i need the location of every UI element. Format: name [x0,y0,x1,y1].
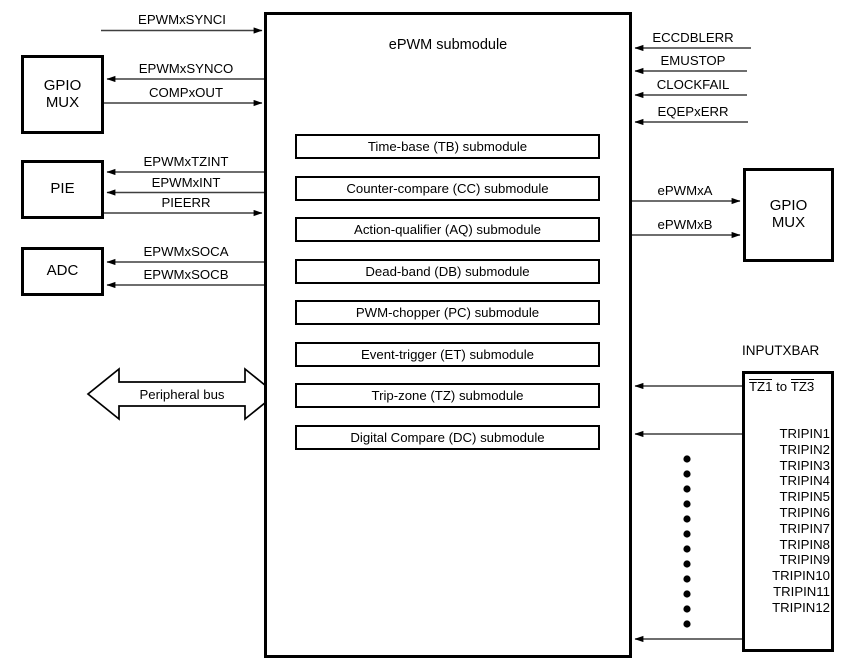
list-item: TRIPIN2 [779,441,830,457]
signal-label-epwmxb: ePWMxB [657,217,713,232]
pie-label: PIE [50,180,75,198]
tripin-ellipsis-dots [683,455,691,628]
signal-label-eccdblerr: ECCDBLERR [652,30,734,45]
signal-label-eqepxerr: EQEPxERR [657,104,729,119]
adc-label: ADC [46,262,79,280]
submodule-event-trigger[interactable]: Event-trigger (ET) submodule [295,342,600,367]
epwm-submodule-title: ePWM submodule [388,37,508,53]
signal-label-pieerr: PIEERR [161,195,211,210]
list-item: TRIPIN10 [772,568,830,584]
list-item: TRIPIN6 [779,504,830,520]
submodule-digital-compare[interactable]: Digital Compare (DC) submodule [295,425,600,450]
submodule-label: PWM-chopper (PC) submodule [355,305,540,320]
signal-label-epwmxsoca: EPWMxSOCA [143,244,229,259]
adc-block[interactable]: ADC [21,247,104,296]
submodule-label: Event-trigger (ET) submodule [361,347,534,362]
inputxbar-block[interactable] [742,371,834,652]
submodule-label: Counter-compare (CC) submodule [346,181,549,196]
peripheral-bus-label: Peripheral bus [139,387,225,402]
signal-label-epwmxint: EPWMxINT [151,175,221,190]
inputxbar-title: INPUTXBAR [742,343,820,358]
signal-label-clockfail: CLOCKFAIL [656,77,730,92]
gpio-mux-right-block[interactable]: GPIO MUX [743,168,834,262]
submodule-action-qualifier[interactable]: Action-qualifier (AQ) submodule [295,217,600,242]
signal-label-compxout: COMPxOUT [149,85,223,100]
signal-label-epwmxsynco: EPWMxSYNCO [138,61,234,76]
epwm-submodule-block: ePWM submodule [264,12,632,658]
gpio-mux-right-label: GPIO MUX [769,197,808,231]
inputxbar-tz-row: TZ1 to TZ3 [749,379,815,394]
signal-label-epwmxsocb: EPWMxSOCB [143,267,229,282]
list-item: TRIPIN9 [779,552,830,568]
submodule-dead-band[interactable]: Dead-band (DB) submodule [295,259,600,284]
submodule-label: Action-qualifier (AQ) submodule [354,222,541,237]
tz3-label: TZ3 [790,379,815,394]
list-item: TRIPIN8 [779,536,830,552]
gpio-mux-left-block[interactable]: GPIO MUX [21,55,104,134]
list-item: TRIPIN11 [773,583,830,599]
submodule-label: Trip-zone (TZ) submodule [371,388,524,403]
signal-label-epwmxsynci: EPWMxSYNCI [138,12,226,27]
submodule-trip-zone[interactable]: Trip-zone (TZ) submodule [295,383,600,408]
submodule-pwm-chopper[interactable]: PWM-chopper (PC) submodule [295,300,600,325]
submodule-label: Time-base (TB) submodule [367,139,528,154]
tz-to-label: to [772,379,791,394]
tz1-label: TZ1 [749,379,773,394]
list-item: TRIPIN7 [779,520,830,536]
pie-block[interactable]: PIE [21,160,104,219]
list-item: TRIPIN3 [779,457,830,473]
signal-label-epwmxa: ePWMxA [657,183,713,198]
gpio-mux-left-label: GPIO MUX [43,76,82,111]
submodule-label: Digital Compare (DC) submodule [350,430,545,445]
submodule-counter-compare[interactable]: Counter-compare (CC) submodule [295,176,600,201]
list-item: TRIPIN1 [779,426,830,441]
submodule-label: Dead-band (DB) submodule [365,264,530,279]
list-item: TRIPIN5 [779,489,830,505]
inputxbar-tripin-list: TRIPIN1 TRIPIN2 TRIPIN3 TRIPIN4 TRIPIN5 … [742,426,830,616]
list-item: TRIPIN4 [779,473,830,489]
list-item: TRIPIN12 [772,599,830,615]
signal-label-epwmxtzint: EPWMxTZINT [143,154,229,169]
signal-label-emustop: EMUSTOP [660,53,726,68]
submodule-time-base[interactable]: Time-base (TB) submodule [295,134,600,159]
